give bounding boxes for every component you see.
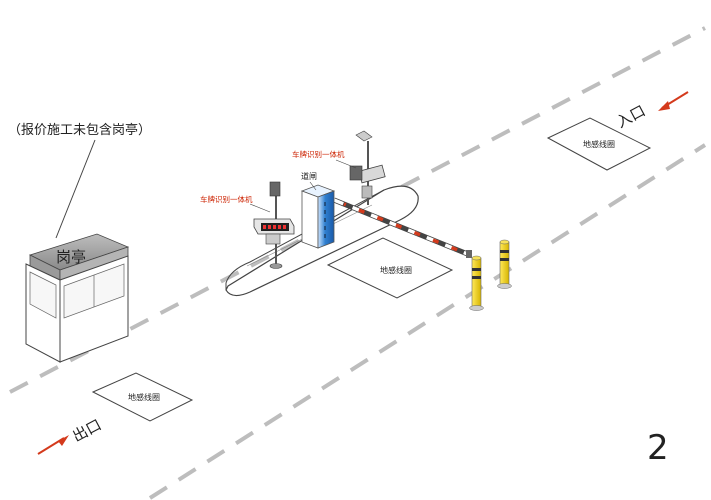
ground-loop-center: 地感线圈 [326,237,454,299]
barrier-gate: 道闸 [300,171,336,249]
loop-label-top-right: 地感线圈 [583,139,615,149]
camera-upper: 车牌识别一体机 [292,130,386,205]
camera-lower: 车牌识别一体机 [200,181,295,269]
barrier-arm [333,197,472,258]
camera-upper-label: 车牌识别一体机 [292,149,345,159]
loop-label-center: 地感线圈 [380,265,412,275]
note-leader-line [55,139,96,239]
guard-booth: 岗亭 [25,233,130,363]
entry-label: 入口 [613,102,648,132]
exit-label: 出口 [69,416,104,446]
page-number: 2 [647,428,669,468]
ground-loop-bottom-left: 地感线圈 [91,372,194,422]
bollard-left [469,255,484,311]
loop-label-bottom-left: 地感线圈 [128,392,160,402]
entry-arrow-icon [658,91,689,111]
lane-line-lower [148,143,707,500]
barrier-label: 道闸 [301,171,317,181]
booth-label: 岗亭 [56,248,86,266]
note-text: （报价施工未包含岗亭） [8,122,151,138]
exit-arrow-icon [37,435,69,455]
camera-lower-label: 车牌识别一体机 [200,194,253,204]
bollard-right [497,239,512,289]
ground-loop-top-right: 地感线圈 [546,117,652,171]
